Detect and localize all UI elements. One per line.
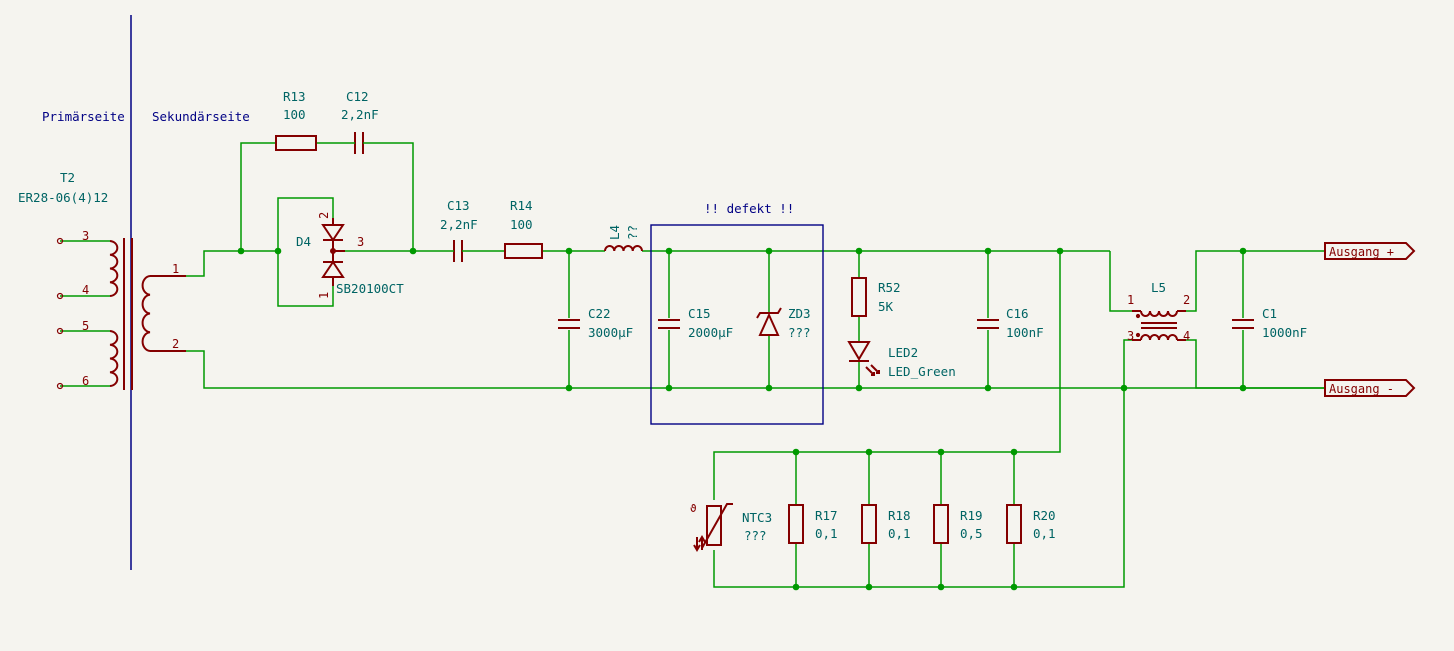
svg-text:4: 4	[1183, 329, 1190, 343]
svg-text:R18: R18	[888, 508, 911, 523]
thermistor-ntc3[interactable]: NTC3 ??? ϑ	[690, 502, 772, 552]
svg-text:C1: C1	[1262, 306, 1277, 321]
capacitor-c16[interactable]: C16 100nF	[977, 306, 1044, 340]
svg-text:C15: C15	[688, 306, 711, 321]
resistor-r14[interactable]: R14 100	[504, 198, 543, 259]
svg-text:C13: C13	[447, 198, 470, 213]
led-led2[interactable]: LED2 LED_Green	[847, 341, 956, 379]
svg-text:Ausgang -: Ausgang -	[1329, 382, 1394, 396]
svg-text:3: 3	[82, 229, 89, 243]
svg-text:3: 3	[357, 235, 364, 249]
svg-text:0,1: 0,1	[815, 526, 838, 541]
svg-text:1: 1	[317, 292, 331, 299]
svg-text:1: 1	[172, 262, 179, 276]
svg-text:3: 3	[1127, 329, 1134, 343]
svg-text:5: 5	[82, 319, 89, 333]
svg-text:LED_Green: LED_Green	[888, 364, 956, 379]
capacitor-c13[interactable]: C13 2,2nF	[440, 198, 478, 262]
inductor-l4[interactable]: L4 ??	[604, 225, 643, 252]
svg-text:C22: C22	[588, 306, 611, 321]
svg-text:2,2nF: 2,2nF	[341, 107, 379, 122]
svg-text:C16: C16	[1006, 306, 1029, 321]
svg-text:2: 2	[172, 337, 179, 351]
svg-text:0,1: 0,1	[1033, 526, 1056, 541]
svg-text:ZD3: ZD3	[788, 306, 811, 321]
capacitor-c1[interactable]: C1 1000nF	[1232, 306, 1307, 340]
secondary-side-label: Sekundärseite	[152, 109, 250, 124]
svg-text:5K: 5K	[878, 299, 894, 314]
svg-text:??: ??	[625, 225, 640, 240]
svg-text:L4: L4	[607, 225, 622, 240]
svg-text:2: 2	[1183, 293, 1190, 307]
svg-text:R19: R19	[960, 508, 983, 523]
svg-text:1000nF: 1000nF	[1262, 325, 1307, 340]
svg-text:1: 1	[1127, 293, 1134, 307]
svg-text:R17: R17	[815, 508, 838, 523]
capacitor-c22[interactable]: C22 3000µF	[558, 306, 633, 340]
wires	[60, 142, 1325, 588]
svg-text:ER28-06(4)12: ER28-06(4)12	[18, 190, 108, 205]
svg-text:ϑ: ϑ	[690, 502, 697, 515]
svg-text:R52: R52	[878, 280, 901, 295]
svg-text:NTC3: NTC3	[742, 510, 772, 525]
capacitor-c12[interactable]: C12 2,2nF	[341, 89, 379, 154]
zener-zd3[interactable]: ZD3 ???	[756, 306, 811, 340]
svg-text:2,2nF: 2,2nF	[440, 217, 478, 232]
svg-text:0,1: 0,1	[888, 526, 911, 541]
resistor-r19[interactable]: R19 0,5	[933, 504, 983, 544]
svg-text:100nF: 100nF	[1006, 325, 1044, 340]
common-mode-choke-l5[interactable]: L5 1 2 3 4	[1127, 280, 1190, 343]
svg-text:LED2: LED2	[888, 345, 918, 360]
svg-text:!! defekt !!: !! defekt !!	[704, 201, 794, 216]
diode-d4[interactable]: D4 SB20100CT 2 3 1	[296, 212, 404, 299]
defect-annotation: !! defekt !!	[650, 201, 824, 425]
svg-text:4: 4	[82, 283, 89, 297]
resistor-r20[interactable]: R20 0,1	[1006, 504, 1056, 544]
output-plus-label[interactable]: Ausgang +	[1324, 242, 1416, 260]
resistor-r52[interactable]: R52 5K	[851, 277, 901, 317]
svg-text:L5: L5	[1151, 280, 1166, 295]
svg-text:???: ???	[744, 528, 767, 543]
svg-text:2000µF: 2000µF	[688, 325, 733, 340]
svg-text:T2: T2	[60, 170, 75, 185]
svg-text:Ausgang +: Ausgang +	[1329, 245, 1394, 259]
junctions	[237, 247, 1247, 591]
svg-text:100: 100	[283, 107, 306, 122]
svg-text:D4: D4	[296, 234, 311, 249]
svg-text:0,5: 0,5	[960, 526, 983, 541]
resistor-r13[interactable]: R13 100	[275, 89, 317, 151]
capacitor-c15[interactable]: C15 2000µF	[658, 306, 733, 340]
svg-text:R14: R14	[510, 198, 533, 213]
svg-text:100: 100	[510, 217, 533, 232]
svg-text:C12: C12	[346, 89, 369, 104]
resistor-r17[interactable]: R17 0,1	[788, 504, 838, 544]
svg-text:R20: R20	[1033, 508, 1056, 523]
svg-text:2: 2	[317, 212, 331, 219]
primary-side-label: Primärseite	[42, 109, 125, 124]
transformer-t2[interactable]: T2 ER28-06(4)12 3 4 5 6 1 2	[18, 170, 186, 390]
resistor-r18[interactable]: R18 0,1	[861, 504, 911, 544]
svg-text:R13: R13	[283, 89, 306, 104]
svg-text:3000µF: 3000µF	[588, 325, 633, 340]
svg-text:???: ???	[788, 325, 811, 340]
svg-text:6: 6	[82, 374, 89, 388]
output-minus-label[interactable]: Ausgang -	[1324, 379, 1416, 397]
svg-text:SB20100CT: SB20100CT	[336, 281, 404, 296]
